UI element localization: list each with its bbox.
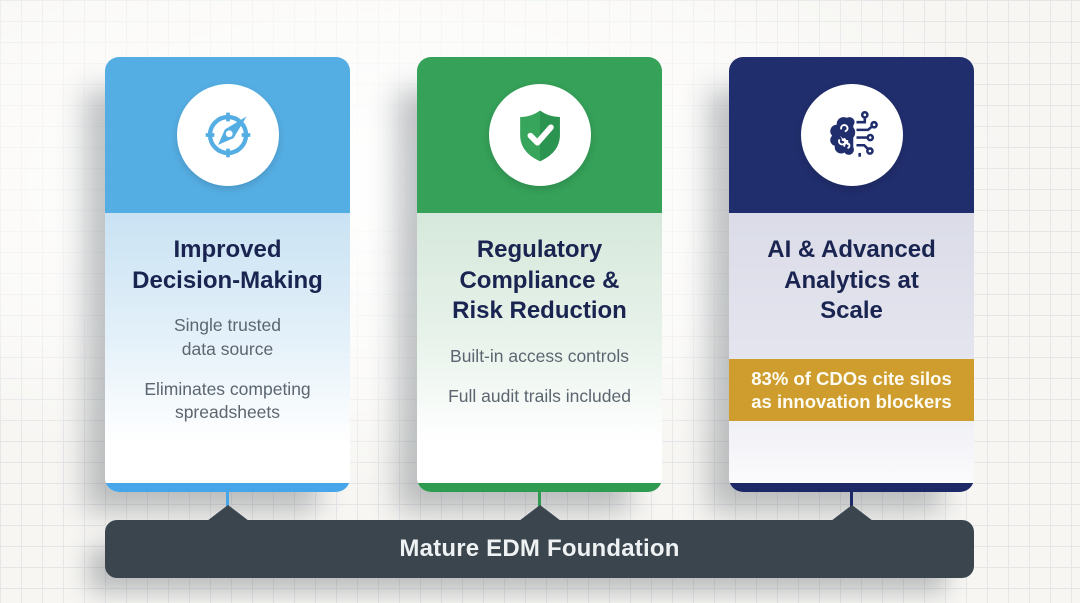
foundation-label: Mature EDM Foundation [399,535,680,562]
card-body: AI & Advanced Analytics at Scale 83% of … [729,213,974,483]
compass-icon [197,104,259,166]
card-point: Eliminates competing spreadsheets [144,378,311,422]
card-title: AI & Advanced Analytics at Scale [767,236,936,325]
connector-arrow-icon [519,505,561,521]
brain-circuit-icon [820,103,884,167]
card-improved-decision-making: Improved Decision-Making Single trusted … [105,57,350,492]
card-header-green [417,57,662,213]
card-title: Improved Decision-Making [132,236,323,294]
card-ai-advanced-analytics: AI & Advanced Analytics at Scale 83% of … [729,57,974,492]
card-body: Regulatory Compliance & Risk Reduction B… [417,213,662,483]
connector-arrow-icon [831,505,873,521]
foundation-bar: Mature EDM Foundation [105,520,974,578]
card-header-navy [729,57,974,213]
card-point: Single trusted data source [173,315,281,359]
card-point: Full audit trails included [448,386,631,407]
card-regulatory-compliance: Regulatory Compliance & Risk Reduction B… [417,57,662,492]
shield-check-icon [508,103,572,167]
card-body: Improved Decision-Making Single trusted … [105,213,350,483]
stat-banner: 83% of CDOs cite silos as innovation blo… [729,359,974,422]
icon-circle [176,84,279,186]
icon-circle [800,84,903,186]
connector-arrow-icon [207,505,249,521]
card-title: Regulatory Compliance & Risk Reduction [452,236,627,325]
card-header-blue [105,57,350,213]
card-point: Built-in access controls [450,346,629,367]
icon-circle [488,84,591,186]
